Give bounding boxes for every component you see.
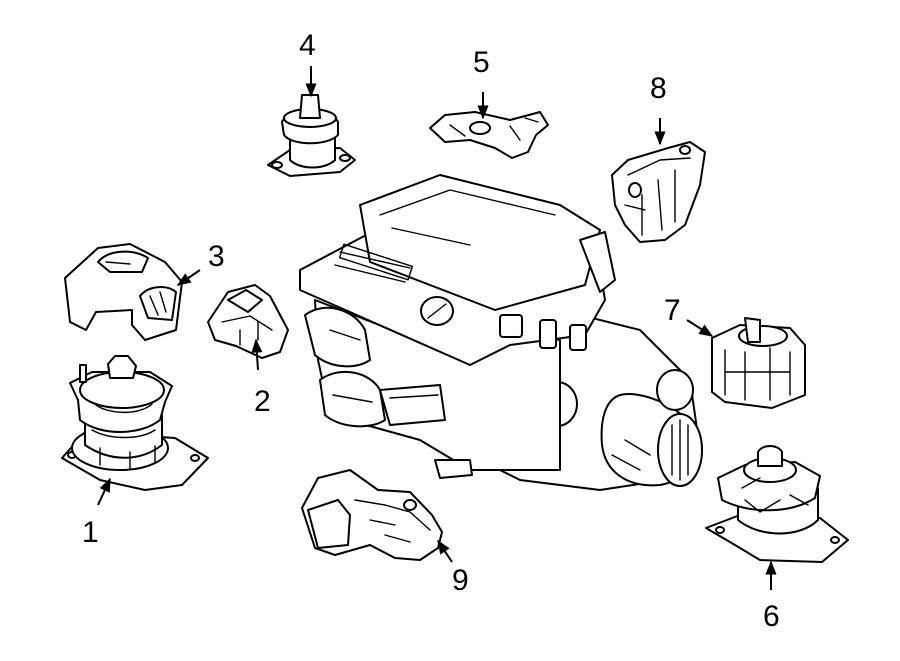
part-2-bracket [207, 284, 289, 359]
part-8-bracket [611, 141, 706, 243]
callout-8: 8 [650, 72, 667, 105]
part-6-mount [705, 445, 849, 563]
leader-7 [686, 319, 714, 337]
engine-assembly [299, 174, 703, 491]
part-1-mount [61, 355, 209, 491]
leader-9 [437, 539, 453, 563]
part-5-bracket [429, 111, 549, 159]
callout-4: 4 [299, 29, 316, 62]
callout-6: 6 [763, 600, 780, 633]
part-3-bracket [64, 243, 183, 341]
callout-3: 3 [208, 240, 225, 273]
callout-9: 9 [452, 564, 469, 597]
callout-5: 5 [473, 46, 490, 79]
part-7-mount [711, 317, 806, 409]
callout-2: 2 [254, 385, 271, 418]
callout-7: 7 [664, 294, 681, 327]
callout-labels: 1 2 3 4 5 6 7 8 9 [82, 29, 780, 633]
part-4-mount [267, 94, 356, 177]
callout-1: 1 [82, 516, 99, 549]
part-9-bracket [301, 469, 443, 561]
leader-2 [251, 338, 263, 371]
leader-lines [97, 66, 777, 590]
leader-1 [97, 477, 111, 506]
leader-3 [176, 269, 201, 286]
